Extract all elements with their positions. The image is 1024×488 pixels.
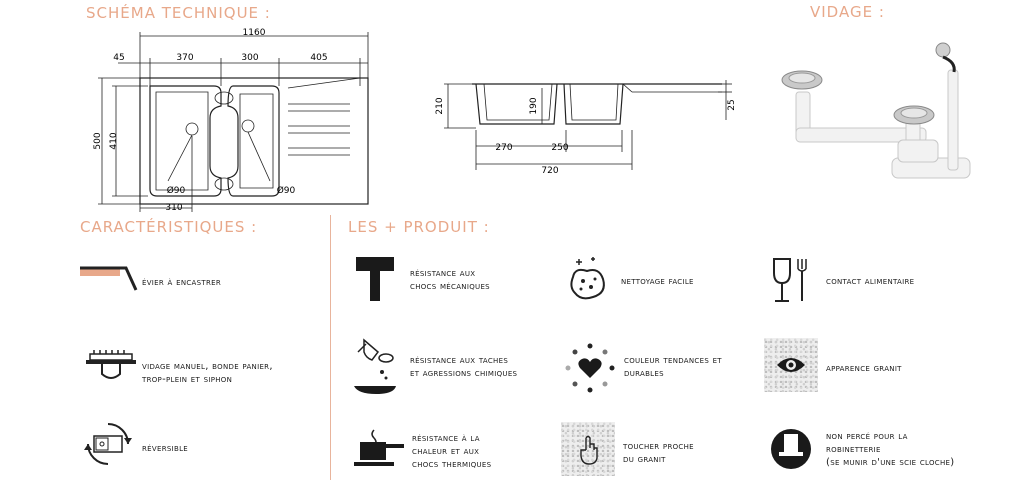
produit-label-9c: (se munir d'une scie cloche) [826, 457, 955, 468]
vidage-heading: VIDAGE : [810, 3, 885, 21]
produit-label-3: Contact alimentaire [826, 276, 915, 287]
caracteristiques-label-3: Réversible [142, 443, 188, 454]
produit-label-8b: du granit [623, 454, 666, 465]
dim-section-mid: 250 [551, 143, 568, 153]
produit-label-7a: Résistance à la [412, 433, 480, 444]
reversible-icon [84, 423, 132, 465]
dim-drain-offset: 310 [165, 203, 182, 213]
dim-drain-left: Ø90 [167, 185, 186, 196]
hand-touch-icon [580, 435, 598, 465]
dim-inner-height: 410 [109, 132, 119, 149]
caracteristiques-label-1: Évier à encastrer [142, 277, 222, 288]
dim-section-height: 210 [435, 97, 445, 114]
caracteristiques-label-2a: Vidage manuel, bonde panier, [142, 361, 273, 372]
produit-label-1b: chocs mécaniques [410, 281, 490, 292]
dim-section-left: 270 [495, 143, 512, 153]
dim-bowl-depth: 190 [529, 97, 539, 114]
no-hole-icon [771, 429, 811, 469]
produit-label-4a: Résistance aux taches [410, 355, 509, 366]
wine-pan-icon [354, 338, 396, 394]
produit-label-9b: robinetterie [826, 444, 881, 455]
produit-label-1a: Résistance aux [410, 268, 476, 279]
caracteristiques-heading: CARACTÉRISTIQUES : [80, 218, 258, 236]
inset-sink-icon [80, 266, 138, 291]
dim-bowl-left: 370 [176, 53, 193, 63]
hot-pan-icon [354, 429, 404, 466]
dim-drainer: 405 [310, 53, 327, 63]
produit-label-8a: Toucher proche [623, 441, 694, 452]
granite-touch-swatch [561, 422, 615, 476]
dim-bowl-right: 300 [241, 53, 258, 63]
dim-rim: 25 [727, 99, 737, 110]
section-view-drawing: 210 190 25 270 250 720 [435, 80, 737, 176]
produit-label-9a: Non percé pour la [826, 431, 908, 442]
dim-height: 500 [93, 132, 103, 149]
produit-label-5b: durables [624, 368, 664, 379]
dim-total-width: 1160 [243, 28, 266, 38]
hammer-icon [356, 257, 394, 301]
caracteristiques-label-2b: trop-plein et siphon [142, 374, 233, 385]
sponge-icon [570, 257, 605, 300]
produit-label-5a: Couleur tendances et [624, 355, 722, 366]
dim-left-margin: 45 [113, 53, 124, 63]
basket-drain-icon [86, 350, 136, 379]
produit-label-7b: chaleur et aux [412, 446, 480, 457]
produit-label-2: Nettoyage facile [621, 276, 694, 287]
dim-section-total: 720 [541, 166, 558, 176]
section-divider [330, 215, 331, 480]
glass-fork-icon [773, 258, 807, 302]
eye-icon [777, 358, 805, 372]
schema-heading: SCHÉMA TECHNIQUE : [86, 4, 271, 22]
heart-dots-icon [565, 343, 615, 393]
drain-kit-image [781, 42, 971, 179]
produit-heading: LES + PRODUIT : [348, 218, 490, 236]
top-view-drawing: 1160 45 370 300 405 500 410 Ø90 Ø90 310 [93, 28, 369, 213]
produit-label-7c: chocs thermiques [412, 459, 492, 470]
produit-label-4b: et agressions chimiques [410, 368, 518, 379]
produit-label-6: Apparence granit [826, 363, 902, 374]
dim-drain-right: Ø90 [277, 185, 296, 196]
